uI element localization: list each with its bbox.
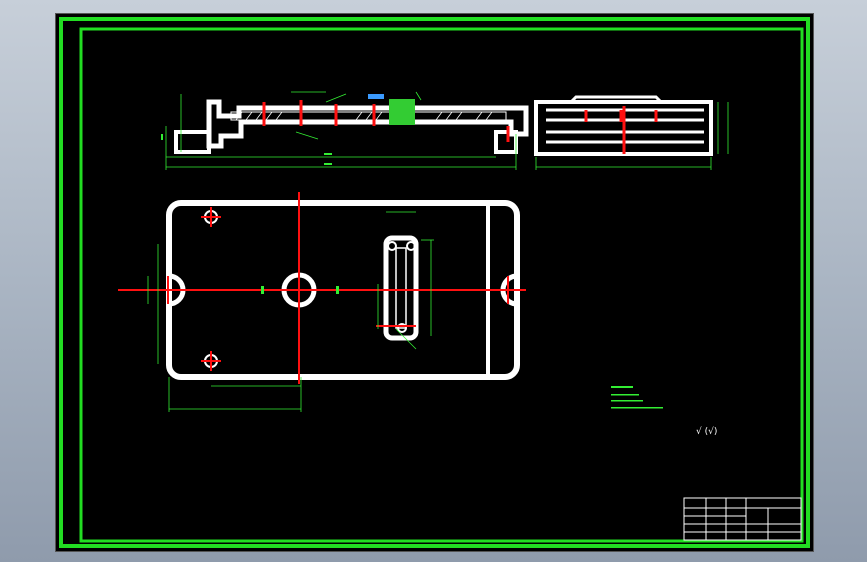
slot-hole-2 bbox=[406, 241, 416, 251]
left-flange bbox=[174, 130, 211, 154]
guide-slot bbox=[383, 235, 419, 341]
plan-centerlines bbox=[118, 192, 526, 384]
technical-notes bbox=[611, 386, 663, 409]
inner-border bbox=[79, 27, 804, 543]
slot-inner bbox=[395, 247, 407, 329]
outer-border bbox=[59, 17, 810, 548]
side-section-view[interactable] bbox=[534, 95, 729, 170]
front-section-view[interactable] bbox=[161, 91, 529, 170]
plan-view[interactable] bbox=[118, 192, 526, 412]
side-dimensions bbox=[535, 102, 729, 170]
front-dimensions bbox=[165, 91, 517, 170]
plan-dimensions bbox=[147, 211, 434, 412]
hatch-band bbox=[230, 111, 507, 121]
section-centerlines bbox=[262, 100, 510, 142]
center-mark-right bbox=[336, 286, 339, 294]
side-outline bbox=[534, 100, 713, 156]
blue-marker bbox=[368, 94, 384, 99]
side-top-step bbox=[569, 95, 663, 104]
drawing-sheet: √ (√) bbox=[59, 17, 810, 548]
cad-viewport[interactable]: √ (√) bbox=[55, 13, 814, 552]
green-block bbox=[389, 99, 415, 125]
center-mark-left bbox=[261, 286, 264, 294]
section-outline bbox=[206, 99, 529, 149]
front-dim-arrows bbox=[161, 134, 332, 165]
side-centerlines bbox=[584, 106, 658, 154]
hatch-lines bbox=[235, 111, 493, 121]
slot-hole-1 bbox=[387, 241, 397, 251]
slot-hole-3 bbox=[397, 323, 407, 333]
title-block[interactable] bbox=[683, 497, 802, 541]
roughness-symbol: √ (√) bbox=[696, 426, 717, 437]
